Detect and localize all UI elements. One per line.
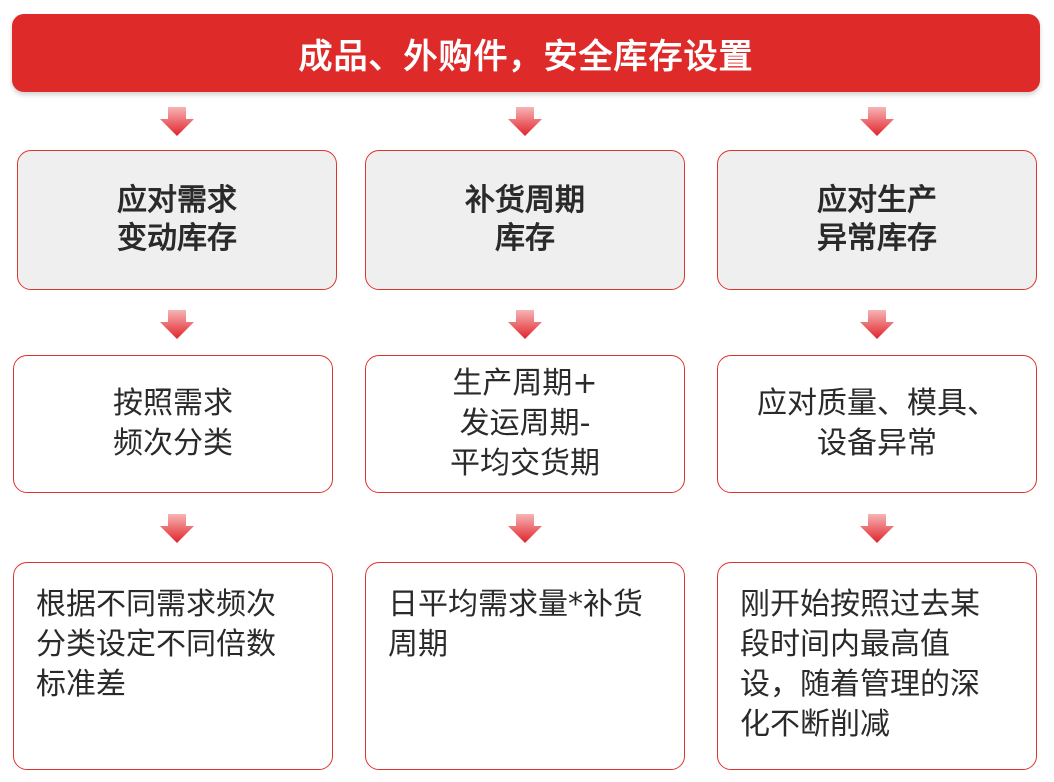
box-text-line: 变动库存 [117,221,237,256]
category-box-replenishment: 补货周期 库存 [365,150,685,290]
method-box-replenishment: 生产周期+ 发运周期- 平均交货期 [365,355,685,493]
box-text-line: 周期 [388,627,448,662]
category-box-production: 应对生产 异常库存 [717,150,1037,290]
box-text-line: 应对生产 [817,183,937,218]
method-box-production: 应对质量、模具、 设备异常 [717,355,1037,493]
box-text-line: 根据不同需求频次 [36,587,276,622]
down-arrow-icon [160,107,194,136]
down-arrow-icon [508,107,542,136]
box-text-line: 化不断削减 [740,707,890,742]
box-text-line: 异常库存 [817,221,937,256]
box-text-line: 分类设定不同倍数 [36,627,276,662]
box-text-line: 库存 [495,221,555,256]
box-text-line: 按照需求 [113,386,233,421]
box-text-line: 标准差 [36,667,126,702]
down-arrow-icon [860,107,894,136]
down-arrow-icon [860,514,894,543]
title-banner: 成品、外购件，安全库存设置 [12,14,1040,92]
down-arrow-icon [160,514,194,543]
box-text-line: 发运周期- [459,406,591,441]
box-text-line: 生产周期+ [452,366,598,401]
box-text-line: 设备异常 [817,426,937,461]
box-text-line: 应对质量、模具、 [757,386,997,421]
box-text-line: 段时间内最高值 [740,627,950,662]
down-arrow-icon [508,514,542,543]
box-text-line: 平均交货期 [450,446,600,481]
detail-box-demand: 根据不同需求频次 分类设定不同倍数 标准差 [13,562,333,770]
page-title: 成品、外购件，安全库存设置 [298,36,754,77]
box-text-line: 设，随着管理的深 [740,667,980,702]
box-text-line: 频次分类 [113,426,233,461]
box-text-line: 应对需求 [117,183,237,218]
box-text-line: 刚开始按照过去某 [740,587,980,622]
down-arrow-icon [160,310,194,339]
category-box-demand: 应对需求 变动库存 [17,150,337,290]
down-arrow-icon [860,310,894,339]
method-box-demand: 按照需求 频次分类 [13,355,333,493]
detail-box-replenishment: 日平均需求量*补货 周期 [365,562,685,770]
box-text-line: 补货周期 [465,183,585,218]
detail-box-production: 刚开始按照过去某 段时间内最高值 设，随着管理的深 化不断削减 [717,562,1037,770]
down-arrow-icon [508,310,542,339]
box-text-line: 日平均需求量*补货 [388,587,643,622]
